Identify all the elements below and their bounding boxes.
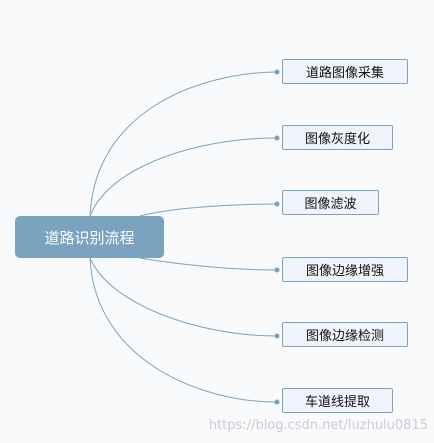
connector-dot-3 <box>274 201 280 207</box>
connector-1 <box>89 71 277 217</box>
connector-2 <box>89 137 277 217</box>
connector-3 <box>139 203 277 217</box>
child-node-lane-extraction[interactable]: 车道线提取 <box>282 388 393 413</box>
watermark-text: https://blog.csdn.net/luzhulu0815 <box>208 418 428 433</box>
connector-6 <box>89 257 277 403</box>
connector-dot-2 <box>274 135 280 141</box>
child-node-filtering[interactable]: 图像滤波 <box>282 190 379 215</box>
connector-dot-1 <box>274 69 280 75</box>
child-node-edge-detection[interactable]: 图像边缘检测 <box>282 322 408 347</box>
child-node-edge-enhancement[interactable]: 图像边缘增强 <box>282 257 408 282</box>
connector-5 <box>89 257 277 337</box>
child-node-grayscale[interactable]: 图像灰度化 <box>282 125 393 150</box>
connector-4 <box>139 257 277 271</box>
child-node-road-image-capture[interactable]: 道路图像采集 <box>282 59 408 84</box>
connector-dot-6 <box>274 399 280 405</box>
connector-dot-4 <box>274 267 280 273</box>
root-node[interactable]: 道路识别流程 <box>15 216 164 258</box>
connector-dot-5 <box>274 333 280 339</box>
